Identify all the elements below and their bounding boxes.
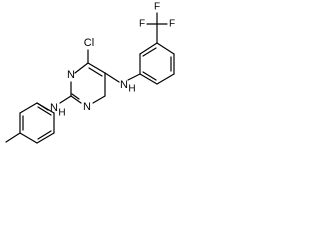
- bond: [36, 132, 55, 144]
- amine-hydrogen-left: H: [58, 108, 65, 119]
- bond: [19, 102, 38, 114]
- bond: [142, 47, 157, 57]
- chemical-structure: Cl N N N N H F F F N H: [5, 2, 175, 144]
- bond: [127, 73, 141, 81]
- fluorine-atom-right: F: [169, 19, 175, 30]
- bond: [139, 42, 158, 55]
- bond: [74, 62, 89, 74]
- triazine-nitrogen-top: N: [67, 69, 75, 81]
- amine-hydrogen-right: H: [128, 84, 135, 95]
- fluorine-atom-left: F: [139, 19, 145, 30]
- bond: [87, 62, 106, 74]
- bond: [59, 95, 72, 104]
- fluorine-atom-top: F: [154, 2, 160, 13]
- amine-nitrogen-right: N: [120, 79, 128, 91]
- bond: [37, 130, 52, 140]
- bond: [70, 95, 82, 104]
- amine-nitrogen-left: N: [50, 102, 58, 114]
- bond: [88, 67, 103, 77]
- triazine-ring: [70, 62, 106, 104]
- trifluoromethylphenyl-ring: [139, 42, 175, 85]
- bond: [142, 71, 157, 81]
- tolyl-ring: [19, 102, 55, 144]
- bond: [156, 73, 175, 85]
- bond: [5, 132, 21, 143]
- bond: [156, 42, 175, 55]
- chlorine-atom: Cl: [84, 37, 94, 49]
- bond: [92, 95, 106, 104]
- bond: [36, 102, 55, 114]
- triazine-nitrogen-bottom: N: [83, 101, 91, 113]
- bond: [19, 132, 38, 144]
- bond: [139, 73, 158, 85]
- bond: [71, 93, 80, 100]
- bond: [104, 72, 120, 83]
- bond: [37, 106, 52, 116]
